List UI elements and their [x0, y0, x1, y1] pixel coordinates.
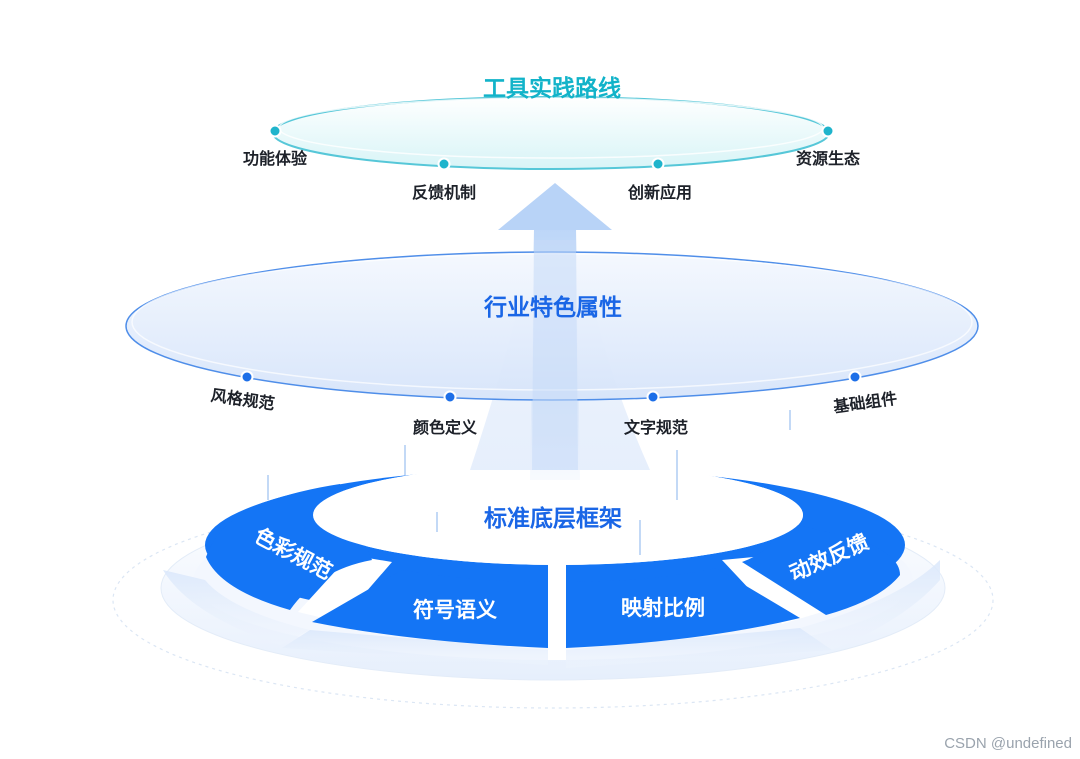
top-item-label: 创新应用	[627, 183, 692, 202]
top-item-label: 资源生态	[796, 149, 860, 168]
watermark: CSDN @undefined	[944, 735, 1072, 752]
top-layer	[272, 96, 830, 170]
segment-label: 符号语义	[413, 598, 497, 622]
middle-item-label: 基础组件	[831, 389, 898, 417]
middle-item-label: 文字规范	[624, 418, 688, 437]
middle-dots	[240, 370, 862, 404]
dot	[268, 124, 282, 138]
dot	[646, 390, 660, 404]
segments	[206, 484, 900, 648]
dot	[240, 370, 254, 384]
segment-motion-feedback	[742, 520, 900, 615]
segment-mapping-ratio	[566, 568, 800, 648]
dot	[651, 157, 665, 171]
dot	[443, 390, 457, 404]
middle-layer-title: 行业特色属性	[483, 294, 622, 321]
dot	[848, 370, 862, 384]
light-lines	[267, 410, 791, 555]
top-dots	[268, 124, 835, 171]
top-item-label: 反馈机制	[412, 183, 476, 202]
arrow-shaft-through	[532, 240, 578, 470]
middle-item-label: 颜色定义	[413, 418, 477, 437]
top-layer-title: 工具实践路线	[483, 75, 621, 102]
dot	[821, 124, 835, 138]
middle-item-label: 风格规范	[210, 386, 276, 414]
dot	[437, 157, 451, 171]
segment-shadows	[163, 560, 940, 668]
segment-label: 映射比例	[621, 596, 705, 620]
segment-symbol-semantics	[312, 570, 548, 648]
base-layer-title: 标准底层框架	[484, 505, 622, 532]
base-center	[313, 465, 803, 565]
top-item-label: 功能体验	[243, 149, 308, 168]
segment-separators	[298, 555, 822, 660]
